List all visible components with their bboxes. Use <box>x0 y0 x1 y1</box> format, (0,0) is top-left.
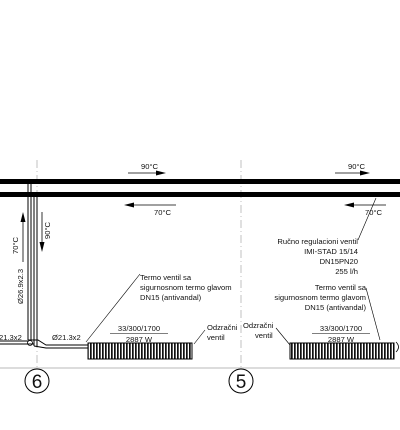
radiator-1-air-vent-leader <box>193 329 206 345</box>
balancing-valve-label: 255 l/h <box>335 267 358 276</box>
radiator-1-thermo-valve-label: Termo ventil sa <box>140 273 192 282</box>
return-flow-arrow <box>124 202 176 208</box>
riser-return-label: 70°C <box>11 237 20 254</box>
supply-flow-arrow <box>335 170 370 176</box>
radiator-2-thermo-valve-leader <box>365 287 381 341</box>
supply-temp-label: 90°C <box>348 162 365 171</box>
grid-axis-marker-5 <box>228 368 254 394</box>
balancing-valve-label: DN15PN20 <box>320 257 358 266</box>
radiator-2-thermo-valve-label: DN15 (antivandal) <box>305 303 367 312</box>
radiator-1-spec: 33/300/1700 <box>118 324 160 333</box>
return-temp-label: 70°C <box>154 208 171 217</box>
radiator-2-power: 2887 W <box>328 335 355 344</box>
radiator-1-thermo-valve-leader <box>85 273 141 343</box>
balancing-valve-label: Ručno regulacioni ventil <box>277 237 358 246</box>
grid-axis-marker-6 <box>24 368 50 394</box>
branch-left-size-label: 21.3x2 <box>0 333 22 342</box>
branch-size-label: Ø21.3x2 <box>52 333 81 342</box>
radiator-2-spec: 33/300/1700 <box>320 324 362 333</box>
supply-main-pipe <box>0 179 400 184</box>
return-flow-arrow <box>344 202 386 208</box>
radiator-1 <box>87 342 193 360</box>
radiator-2-air-vent-label: ventil <box>255 331 273 340</box>
radiator-2-air-vent-label: Odzračni <box>243 321 274 330</box>
grid-axis-label-5: 5 <box>236 372 247 393</box>
riser-valve-symbol <box>27 340 33 346</box>
branch-supply-pipe <box>28 339 88 346</box>
branch-return-pipe <box>33 345 88 349</box>
riser-supply-label: 90°C <box>43 222 52 239</box>
radiator-2-air-vent-leader <box>275 327 291 346</box>
radiator-2-thermo-valve-label: sigurnosnom termo glavom <box>274 293 366 302</box>
balancing-valve-leader <box>357 197 377 241</box>
riser-supply-arrow <box>39 212 45 252</box>
return-main-pipe <box>0 192 400 197</box>
riser-pipe-size-label: Ø26.9x2.3 <box>16 269 25 304</box>
grid-axis-label-6: 6 <box>32 372 43 393</box>
radiator-2 <box>289 342 395 360</box>
radiator-1-power: 2887 W <box>126 335 153 344</box>
return-temp-label: 70°C <box>365 208 382 217</box>
balancing-valve-label: IMI-STAD 15/14 <box>304 247 358 256</box>
radiator-1-thermo-valve-label: sigurnosnom termo glavom <box>140 283 232 292</box>
radiator-1-air-vent-label: Odzračni <box>207 323 238 332</box>
supply-flow-arrow <box>128 170 166 176</box>
riser-return-arrow <box>20 212 26 262</box>
radiator-2-thermo-valve-label: Termo ventil sa <box>315 283 367 292</box>
radiator-1-air-vent-label: ventil <box>207 333 225 342</box>
radiator-2-air-vent-symbol <box>395 341 399 353</box>
radiator-1-thermo-valve-label: DN15 (antivandal) <box>140 293 202 302</box>
supply-temp-label: 90°C <box>141 162 158 171</box>
